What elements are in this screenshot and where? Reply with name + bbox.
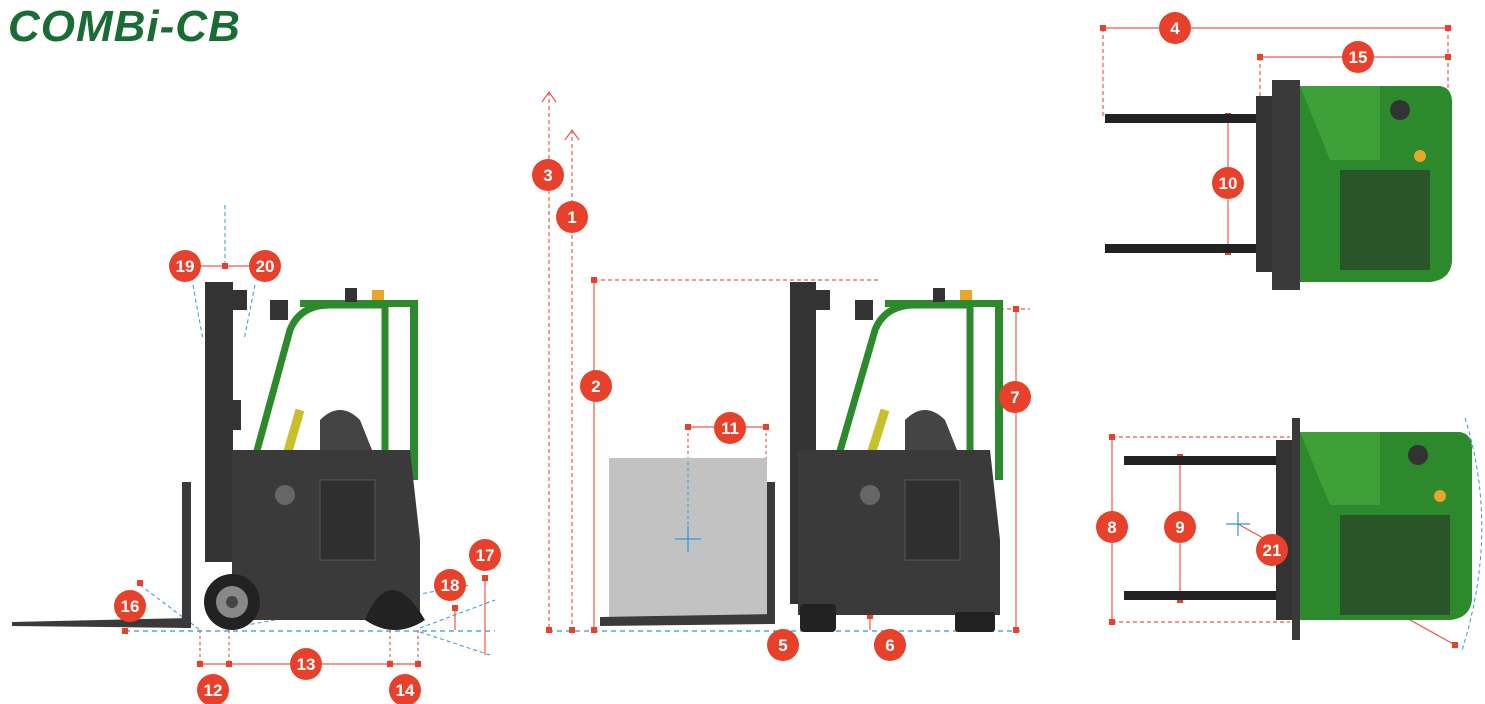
dimension-marker-18: 18 bbox=[434, 569, 466, 601]
dimension-marker-4: 4 bbox=[1159, 12, 1191, 44]
dimension-marker-13: 13 bbox=[290, 648, 322, 680]
dimension-marker-label: 13 bbox=[297, 655, 316, 674]
dimension-marker-label: 5 bbox=[778, 636, 787, 655]
dimension-marker-label: 10 bbox=[1219, 174, 1238, 193]
dimension-marker-6: 6 bbox=[874, 629, 906, 661]
dimension-marker-label: 17 bbox=[476, 546, 495, 565]
side-view-center bbox=[541, 90, 1030, 633]
dimension-marker-label: 19 bbox=[176, 257, 195, 276]
top-view-upper bbox=[1100, 25, 1452, 290]
dimension-marker-label: 18 bbox=[441, 576, 460, 595]
dimension-marker-label: 16 bbox=[121, 597, 140, 616]
dimension-marker-2: 2 bbox=[580, 370, 612, 402]
dimension-marker-label: 8 bbox=[1107, 518, 1116, 537]
dimension-marker-21: 21 bbox=[1256, 534, 1288, 566]
dimension-marker-label: 9 bbox=[1175, 518, 1184, 537]
dimension-marker-8: 8 bbox=[1096, 511, 1128, 543]
dimension-marker-label: 4 bbox=[1170, 19, 1180, 38]
dimension-marker-1: 1 bbox=[556, 201, 588, 233]
dimension-marker-label: 2 bbox=[591, 377, 600, 396]
dimension-marker-label: 12 bbox=[204, 681, 223, 700]
dimension-marker-label: 11 bbox=[721, 419, 739, 438]
dimension-marker-label: 1 bbox=[567, 208, 576, 227]
dimension-marker-14: 14 bbox=[389, 674, 421, 704]
side-view-left bbox=[12, 205, 496, 667]
dimension-marker-17: 17 bbox=[469, 539, 501, 571]
dimension-marker-label: 3 bbox=[543, 166, 552, 185]
dimension-marker-11: 11 bbox=[714, 412, 746, 444]
dimension-marker-20: 20 bbox=[249, 250, 281, 282]
dimension-marker-16: 16 bbox=[114, 590, 146, 622]
brand-logo: COMBi-CB bbox=[8, 2, 241, 51]
dimension-marker-label: 20 bbox=[256, 257, 275, 276]
dimension-marker-label: 15 bbox=[1349, 48, 1368, 67]
dimension-marker-12: 12 bbox=[197, 674, 229, 704]
dimension-marker-15: 15 bbox=[1342, 41, 1374, 73]
dimension-marker-10: 10 bbox=[1212, 167, 1244, 199]
dimension-marker-3: 3 bbox=[532, 159, 564, 191]
dimension-marker-label: 21 bbox=[1263, 541, 1282, 560]
dimension-marker-9: 9 bbox=[1164, 511, 1196, 543]
dimension-marker-label: 7 bbox=[1010, 388, 1019, 407]
dimension-marker-5: 5 bbox=[767, 629, 799, 661]
top-view-lower bbox=[1109, 417, 1483, 651]
dimension-marker-label: 6 bbox=[885, 636, 894, 655]
dimension-marker-19: 19 bbox=[169, 250, 201, 282]
dimension-marker-7: 7 bbox=[999, 381, 1031, 413]
dimension-marker-label: 14 bbox=[396, 681, 415, 700]
